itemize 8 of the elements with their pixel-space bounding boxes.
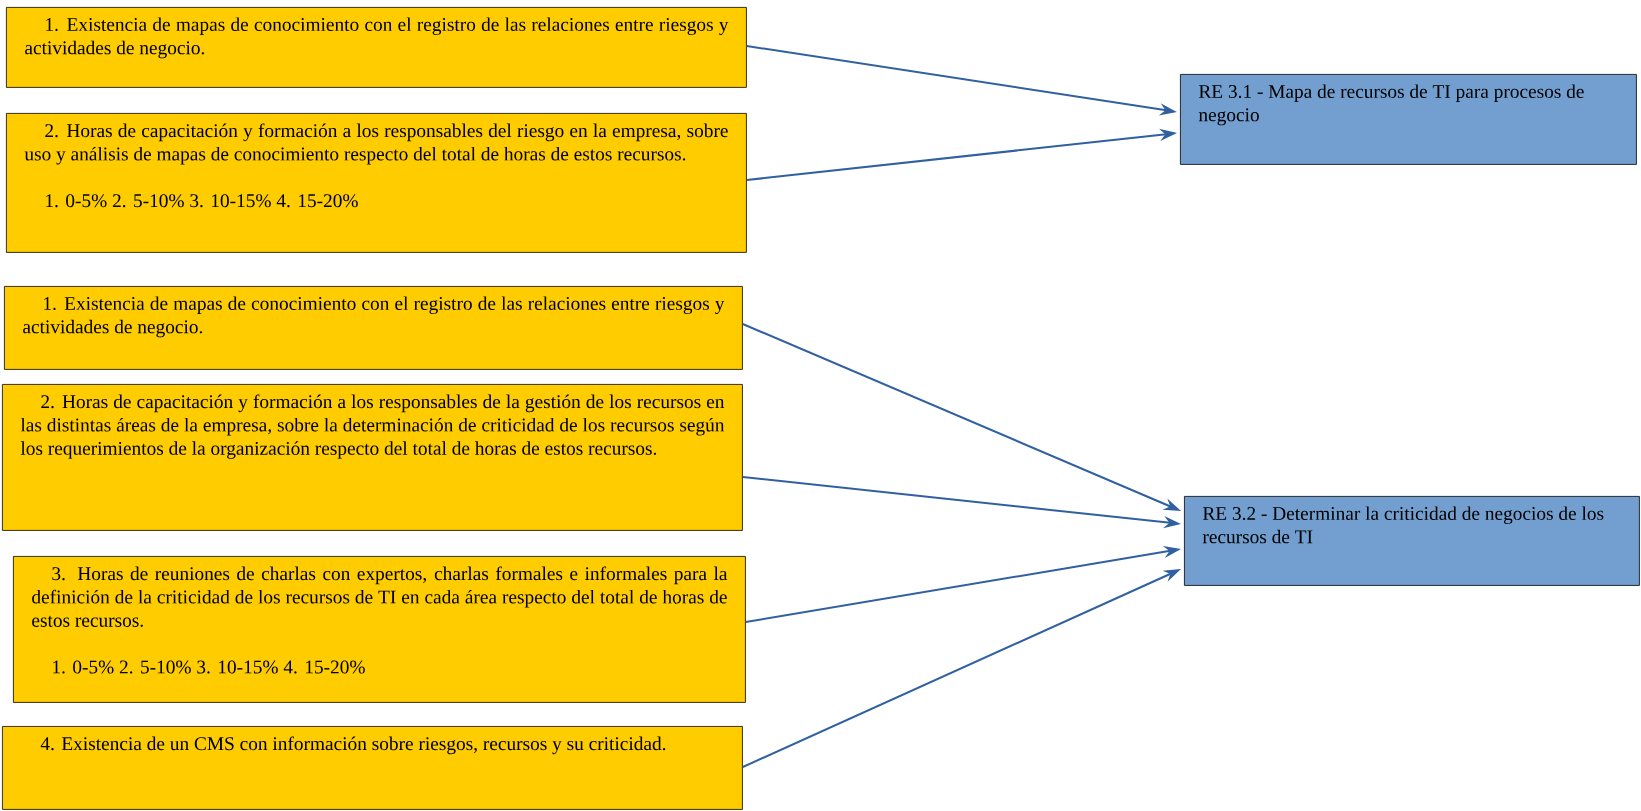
indicator-box: 1. Existencia de mapas de conocimiento con el registro de las relaciones entre riesgos y actividades de negocio.	[6, 7, 747, 88]
result-box: RE 3.1 - Mapa de recursos de TI para procesos de negocio	[1180, 74, 1637, 165]
indicator-box: 2. Horas de capacitación y formación a los responsables de la gestión de los recursos en las distintas áreas de la empresa, sobre la determinación de criticidad de los recursos según los requerimientos de la organización respecto del total de horas de estos recursos.	[2, 384, 743, 531]
result-box: RE 3.2 - Determinar la criticidad de negocios de los recursos de TI	[1184, 496, 1640, 586]
indicator-box: 3. Horas de reuniones de charlas con expertos, charlas formales e informales para la definición de la criticidad de los recursos de TI en cada área respecto del total de horas de estos recursos. 1. 0-5% 2. 5-10% 3. 10-15% 4. 15-20%	[13, 556, 746, 703]
indicator-box: 4. Existencia de un CMS con información sobre riesgos, recursos y su criticidad.	[2, 726, 743, 810]
indicator-box: 2. Horas de capacitación y formación a los responsables del riesgo en la empresa, sobre uso y análisis de mapas de conocimiento respecto del total de horas de estos recursos. 1. 0-5% 2. 5-10% 3. 10-15% 4. 15-20%	[6, 113, 747, 253]
indicator-box: 1. Existencia de mapas de conocimiento con el registro de las relaciones entre riesgos y actividades de negocio.	[4, 286, 743, 370]
